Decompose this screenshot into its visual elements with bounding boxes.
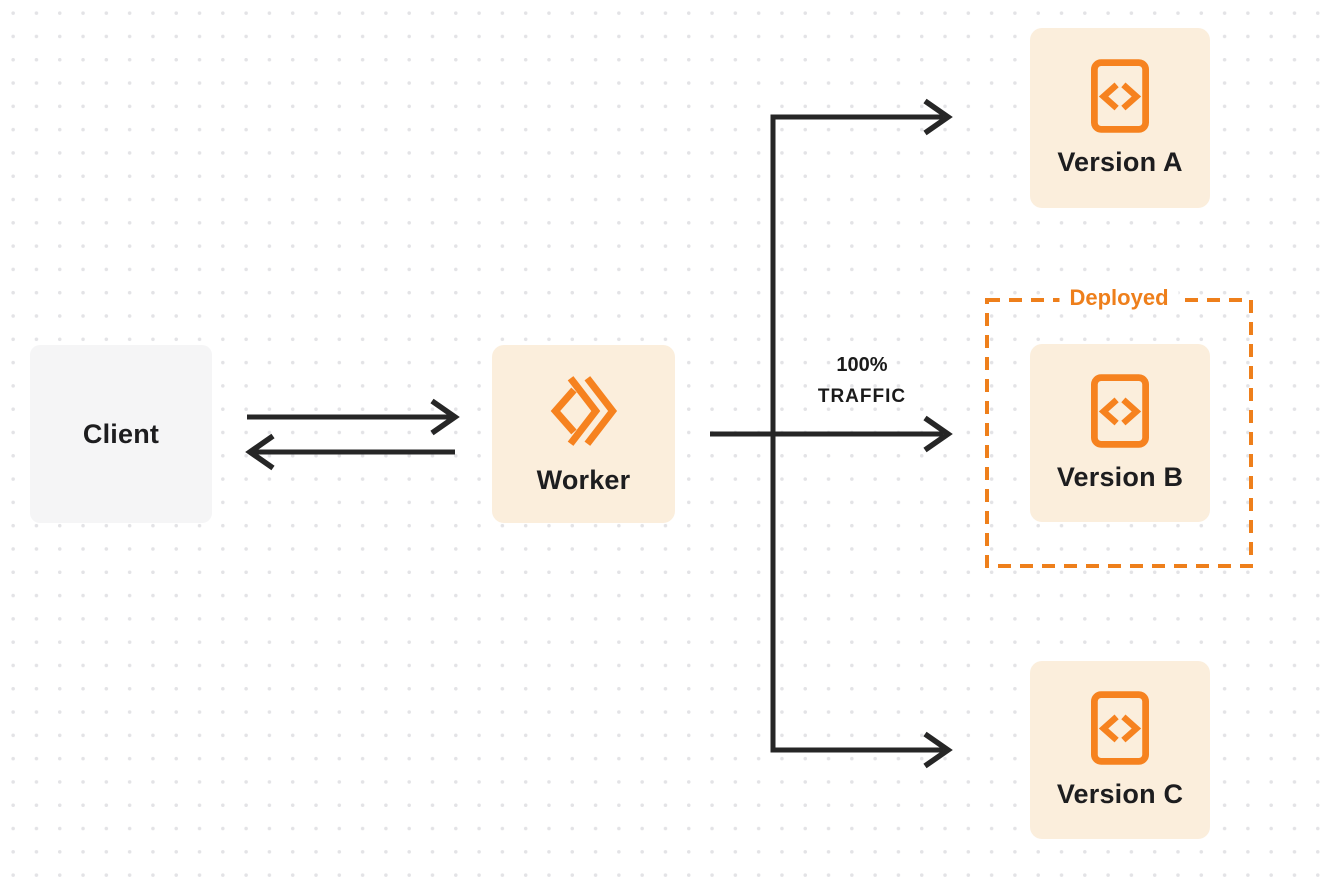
arrow-client-to-worker bbox=[247, 398, 460, 436]
version-b-label: Version B bbox=[1056, 461, 1184, 492]
traffic-word: TRAFFIC bbox=[817, 386, 907, 407]
worker-node: Worker bbox=[492, 345, 675, 523]
traffic-label: 100% TRAFFIC bbox=[762, 349, 962, 413]
version-c-node: Version C bbox=[1030, 661, 1210, 839]
version-a-node: Version A bbox=[1030, 28, 1210, 208]
arrow-branch-to-version-c bbox=[770, 434, 953, 769]
code-file-icon bbox=[1091, 690, 1149, 765]
version-c-label: Version C bbox=[1056, 778, 1184, 809]
arrow-worker-to-client bbox=[245, 433, 455, 471]
code-file-icon bbox=[1091, 58, 1149, 133]
deployed-group: Deployed bbox=[985, 285, 1253, 568]
client-node: Client bbox=[30, 345, 212, 523]
arrow-branch-to-version-a bbox=[770, 98, 953, 434]
worker-label: Worker bbox=[536, 464, 631, 495]
arrow-worker-to-version-b bbox=[710, 415, 953, 453]
code-file-icon bbox=[1091, 373, 1149, 448]
version-a-label: Version A bbox=[1057, 146, 1183, 177]
traffic-percent: 100% bbox=[836, 354, 888, 376]
version-b-node: Version B bbox=[1030, 344, 1210, 522]
client-label: Client bbox=[82, 418, 160, 449]
deployed-group-label: Deployed bbox=[1059, 285, 1179, 311]
workers-logo-icon bbox=[542, 373, 626, 449]
